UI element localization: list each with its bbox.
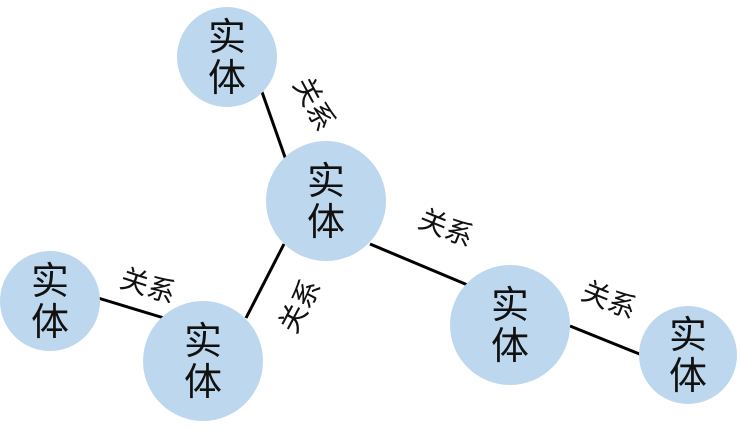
node-label-line-1: 实 <box>669 313 707 357</box>
node-far-left: 实 体 <box>0 251 100 351</box>
edge-right-middle-far-right <box>569 324 643 357</box>
edge-far-left-left-middle <box>97 296 165 320</box>
node-label-line-2: 体 <box>491 324 529 368</box>
relation-label: 关系 <box>414 202 478 254</box>
node-circle <box>143 301 263 421</box>
node-far-right: 实 体 <box>639 306 737 404</box>
edge-center-left-middle <box>244 243 286 319</box>
edge-center-right-middle <box>369 242 471 288</box>
edge-top-center <box>260 91 288 161</box>
node-label-line-1: 实 <box>208 15 246 59</box>
node-center: 实 体 <box>266 141 386 261</box>
node-label-line-1: 实 <box>31 259 69 303</box>
node-label-line-2: 体 <box>208 56 246 100</box>
node-top: 实 体 <box>177 7 277 107</box>
node-label-line-1: 实 <box>307 159 345 203</box>
node-circle <box>450 265 570 385</box>
node-label-line-2: 体 <box>184 360 222 404</box>
node-circle <box>177 7 277 107</box>
relation-label: 关系 <box>116 262 179 311</box>
node-circle <box>639 306 737 404</box>
relation-label: 关系 <box>272 274 327 339</box>
relation-label: 关系 <box>286 72 341 137</box>
node-right-middle: 实 体 <box>450 265 570 385</box>
node-circle <box>266 141 386 261</box>
node-left-middle: 实 体 <box>143 301 263 421</box>
node-circle <box>0 251 100 351</box>
relation-label: 关系 <box>577 274 641 326</box>
node-label-line-2: 体 <box>31 300 69 344</box>
node-label-line-1: 实 <box>184 319 222 363</box>
node-label-line-2: 体 <box>307 200 345 244</box>
node-label-line-1: 实 <box>491 283 529 327</box>
node-label-line-2: 体 <box>669 354 707 398</box>
edges <box>97 91 643 357</box>
